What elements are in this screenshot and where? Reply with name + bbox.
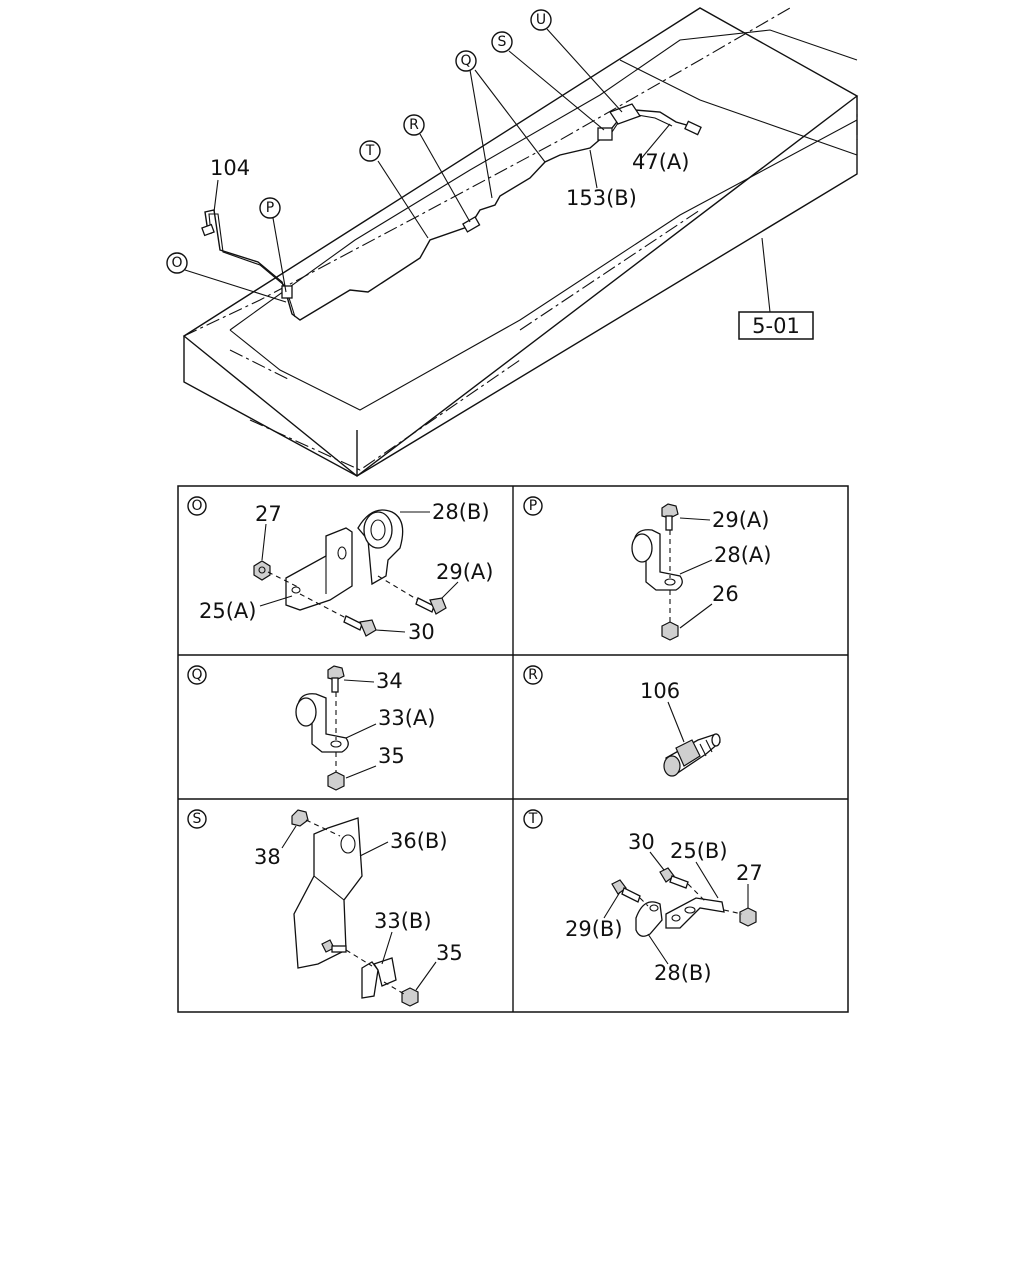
detail-p: P 29(A) 28(A) 26 — [523, 496, 771, 641]
part-label: 25(B) — [670, 839, 728, 863]
clamp-28b — [635, 901, 663, 937]
detail-q: Q 34 33(A) 35 — [187, 665, 435, 791]
part-label-104: 104 — [210, 156, 250, 180]
detail-letter: R — [528, 667, 538, 683]
callout-letter: S — [498, 34, 507, 50]
detail-s: S 38 36(B) 33(B) 35 — [187, 809, 463, 1007]
part-label: 28(B) — [432, 500, 490, 524]
nut-27 — [739, 907, 757, 927]
reference-box-label: 5-01 — [752, 314, 800, 338]
detail-letter: P — [529, 498, 537, 514]
callout-letter: T — [365, 143, 375, 159]
callout-circle-q: Q — [455, 50, 477, 72]
frame-rail-illustration — [182, 7, 859, 477]
part-label: 28(B) — [654, 961, 712, 985]
detail-o: O 27 28(B) 29(A) 25(A — [187, 496, 493, 644]
part-label: 27 — [736, 861, 763, 885]
part-label: 36(B) — [390, 829, 448, 853]
callout-circle-t: T — [359, 140, 381, 162]
bolt-34 — [327, 665, 345, 693]
callout-circle-u: U — [530, 9, 552, 31]
detail-r: R 106 — [523, 665, 721, 777]
bolt-lower — [321, 939, 347, 953]
clamp-33a — [295, 693, 349, 753]
part-label: 27 — [255, 502, 282, 526]
part-label: 30 — [408, 620, 435, 644]
bolt-29b — [611, 879, 641, 903]
part-label: 33(A) — [378, 706, 435, 730]
callout-circle-o: O — [166, 252, 188, 274]
detail-letter: T — [528, 811, 538, 827]
part-label: 33(B) — [374, 909, 432, 933]
part-label: 35 — [378, 744, 405, 768]
nut-35 — [401, 987, 419, 1007]
nut-27 — [253, 560, 271, 581]
clamp-33b — [361, 957, 397, 999]
callout-letter: Q — [460, 53, 471, 69]
detail-grid — [177, 485, 849, 1013]
bolt-29a — [661, 503, 679, 531]
part-label: 30 — [628, 830, 655, 854]
brake-pipe-line — [201, 103, 702, 321]
part-label: 38 — [254, 845, 281, 869]
part-label: 26 — [712, 582, 739, 606]
part-label-47a: 47(A) — [632, 150, 689, 174]
part-label: 28(A) — [714, 543, 771, 567]
bracket-36b — [293, 817, 363, 969]
bolt-29a — [415, 597, 447, 615]
bracket-25b — [665, 897, 725, 929]
bracket-25a — [285, 527, 353, 611]
nut-26 — [661, 621, 679, 641]
detail-t: T 30 25(B) 27 29(B) 28(B) — [523, 809, 763, 985]
part-label: 29(B) — [565, 917, 623, 941]
callout-letter: R — [409, 117, 419, 133]
nut-38 — [291, 809, 309, 827]
part-label: 106 — [640, 679, 680, 703]
part-label: 34 — [376, 669, 403, 693]
detail-letter: Q — [191, 667, 202, 683]
detail-letter: S — [193, 811, 202, 827]
callout-circle-r: R — [403, 114, 425, 136]
part-label: 35 — [436, 941, 463, 965]
part-label: 29(A) — [436, 560, 493, 584]
part-label: 25(A) — [199, 599, 256, 623]
callout-circle-p: P — [259, 197, 281, 219]
part-label: 29(A) — [712, 508, 769, 532]
callout-letter: O — [171, 255, 182, 271]
nut-35 — [327, 771, 345, 791]
union-fitting-106 — [663, 733, 721, 777]
bolt-30 — [659, 867, 689, 889]
part-label-153b: 153(B) — [566, 186, 637, 210]
bolt-30 — [343, 615, 377, 637]
detail-letter: O — [191, 498, 202, 514]
main-leader-lines — [184, 28, 771, 313]
callout-circle-s: S — [491, 31, 513, 53]
clamp-28a — [631, 529, 683, 591]
callout-letter: P — [266, 200, 274, 216]
reference-box: 5-01 — [738, 311, 814, 340]
callout-letter: U — [536, 12, 546, 28]
